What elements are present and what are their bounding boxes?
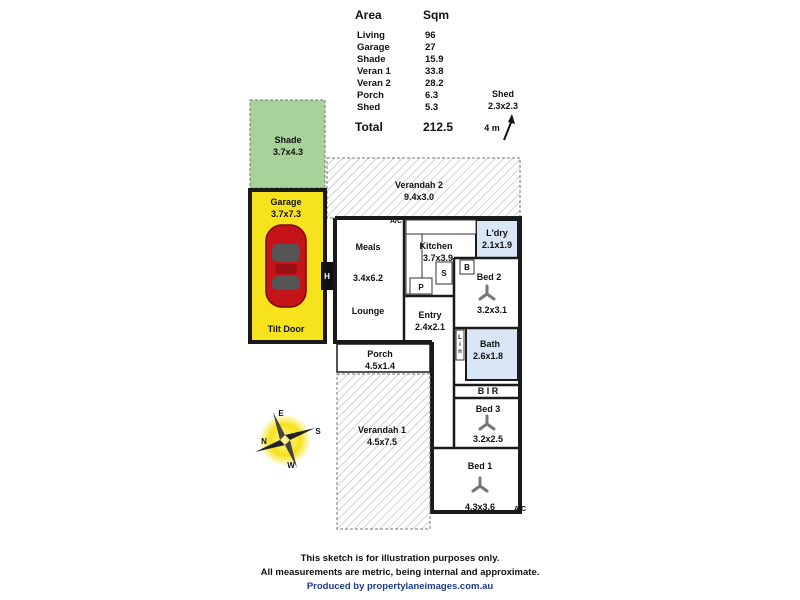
ac-label-bottom: A/C bbox=[514, 506, 526, 513]
kitchen-sink bbox=[435, 261, 453, 285]
bed3-name: Bed 3 bbox=[476, 404, 501, 414]
svg-text:L: L bbox=[458, 335, 462, 341]
verandah2-dims: 9.4x3.0 bbox=[404, 192, 434, 202]
area-row-name: Porch bbox=[357, 90, 384, 101]
compass-n: N bbox=[261, 437, 267, 446]
porch-area bbox=[336, 343, 431, 373]
kitchen-name: Kitchen bbox=[419, 241, 452, 251]
bath-dims: 2.6x1.8 bbox=[473, 351, 503, 361]
interior-walls bbox=[402, 220, 520, 450]
scale-arrow-icon bbox=[503, 114, 515, 141]
sqm-header: Sqm bbox=[423, 8, 450, 22]
lounge-label: Lounge bbox=[352, 306, 385, 316]
laundry-area bbox=[475, 219, 519, 259]
heater-label: H bbox=[324, 272, 330, 281]
kitchen-dims: 3.7x3.9 bbox=[423, 253, 453, 263]
area-row-name: Shade bbox=[357, 54, 386, 65]
heater-icon bbox=[321, 262, 333, 290]
laundry-dims: 2.1x1.9 bbox=[482, 240, 512, 250]
fan-icon bbox=[478, 414, 496, 431]
kitchen-bench bbox=[405, 219, 477, 235]
pantry bbox=[409, 277, 433, 295]
entry-name: Entry bbox=[418, 310, 441, 320]
compass-s: S bbox=[315, 427, 321, 436]
bir-label: B I R bbox=[478, 386, 499, 396]
disclaimer-line-1: This sketch is for illustration purposes… bbox=[300, 553, 500, 564]
house-walls bbox=[333, 216, 522, 514]
bed2-dims: 3.2x3.1 bbox=[477, 305, 507, 315]
area-row-name: Garage bbox=[357, 42, 390, 53]
verandah-1-area bbox=[336, 373, 431, 530]
area-row-value: 15.9 bbox=[425, 54, 444, 65]
scale-label: 4 m bbox=[484, 123, 500, 133]
area-row-name: Living bbox=[357, 30, 385, 41]
laundry-name: L'dry bbox=[486, 228, 508, 238]
area-row-value: 5.3 bbox=[425, 102, 439, 113]
garage-dims: 3.7x7.3 bbox=[271, 209, 301, 219]
bed3-dims: 3.2x2.5 bbox=[473, 434, 503, 444]
bed1-name: Bed 1 bbox=[468, 461, 493, 471]
verandah1-name: Verandah 1 bbox=[358, 425, 406, 435]
area-row-value: 28.2 bbox=[425, 78, 444, 89]
meals-label: Meals bbox=[355, 242, 380, 252]
disclaimer-line-2: All measurements are metric, being inter… bbox=[260, 567, 540, 578]
compass-w: W bbox=[287, 461, 295, 470]
svg-text:i: i bbox=[459, 342, 461, 348]
broom-cupboard bbox=[459, 259, 475, 275]
linen-label: L i n bbox=[458, 335, 462, 355]
porch-name: Porch bbox=[367, 349, 393, 359]
shade-dims: 3.7x4.3 bbox=[273, 147, 303, 157]
meals-lounge-dims: 3.4x6.2 bbox=[353, 273, 383, 283]
bath-name: Bath bbox=[480, 339, 500, 349]
room-labels: Shade 3.7x4.3 Verandah 2 9.4x3.0 Garage … bbox=[261, 89, 526, 513]
shed-dims: 2.3x2.3 bbox=[488, 101, 518, 111]
producer-link[interactable]: Produced by propertylaneimages.com.au bbox=[306, 581, 494, 592]
verandah1-dims: 4.5x7.5 bbox=[367, 437, 397, 447]
bed1-dims: 4.3x3.6 bbox=[465, 502, 495, 512]
verandah-2-area bbox=[326, 157, 521, 219]
bath-area bbox=[465, 327, 519, 381]
area-row-value: 6.3 bbox=[425, 90, 439, 101]
ac-label-top: A/C bbox=[390, 218, 402, 225]
area-row-value: 33.8 bbox=[425, 66, 444, 77]
broom-label: B bbox=[464, 263, 470, 272]
area-row-name: Veran 2 bbox=[357, 78, 391, 89]
porch-dims: 4.5x1.4 bbox=[365, 361, 395, 371]
area-header: Area bbox=[355, 8, 382, 22]
pantry-label: P bbox=[418, 283, 424, 292]
total-value: 212.5 bbox=[423, 120, 454, 134]
sink-label: S bbox=[441, 269, 447, 278]
area-row-name: Veran 1 bbox=[357, 66, 391, 77]
fan-icon bbox=[478, 284, 496, 301]
shed-label: Shed bbox=[492, 89, 514, 99]
total-label: Total bbox=[355, 120, 383, 134]
shade-area bbox=[249, 99, 326, 189]
entry-dims: 2.4x2.1 bbox=[415, 322, 445, 332]
area-row-value: 96 bbox=[425, 30, 436, 41]
bed2-name: Bed 2 bbox=[477, 272, 502, 282]
verandah2-name: Verandah 2 bbox=[395, 180, 443, 190]
fan-icon bbox=[471, 476, 489, 493]
garage-name: Garage bbox=[270, 197, 301, 207]
svg-text:n: n bbox=[458, 349, 462, 355]
garage-door-label: Tilt Door bbox=[268, 324, 305, 334]
car-icon bbox=[265, 224, 307, 308]
linen-cupboard bbox=[455, 329, 465, 361]
compass-e: E bbox=[278, 409, 284, 418]
area-row-name: Shed bbox=[357, 102, 381, 113]
compass-icon bbox=[255, 412, 315, 468]
area-row-value: 27 bbox=[425, 42, 436, 53]
shade-name: Shade bbox=[274, 135, 301, 145]
